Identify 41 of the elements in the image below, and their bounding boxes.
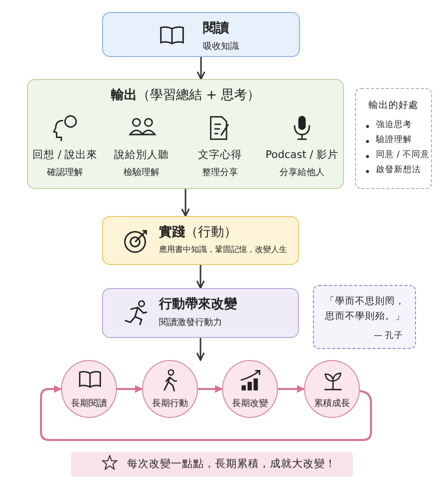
arrow — [196, 265, 205, 289]
bullet-text: 驗證理解 — [376, 134, 412, 146]
quote-text: 「學而不思則罔，思而不學則殆。」 — [324, 295, 406, 324]
item-title: Podcast / 影片 — [264, 148, 340, 162]
bullet-text: 啟發新想法 — [376, 164, 421, 176]
item-subtitle: 整理分享 — [201, 166, 239, 179]
stage-label: 累積成長 — [313, 398, 351, 410]
item-title: 說給別人聽 — [113, 148, 170, 162]
process-box — [102, 216, 299, 265]
arrow — [278, 385, 305, 393]
box-title: 行動帶來改變 — [159, 296, 237, 313]
bullet-text: 強迫思考 — [376, 119, 412, 131]
stage-label: 長期行動 — [151, 398, 189, 410]
item-title: 文字心得 — [197, 148, 243, 162]
box-subtitle: 吸收知識 — [203, 40, 239, 53]
box-subtitle: 閱讀激發行動力 — [159, 316, 222, 329]
note-title: 輸出的好處 — [368, 99, 420, 112]
stage-label: 長期閱讀 — [70, 398, 108, 410]
process-box — [102, 288, 299, 338]
arrow — [198, 385, 223, 393]
bullet-text: 同意 / 不同意 — [376, 149, 430, 161]
item-subtitle: 分享給他人 — [278, 166, 326, 179]
item-subtitle: 確認理解 — [46, 166, 84, 179]
box-title: 輸出（學習總結 + 思考） — [110, 87, 262, 104]
arrow — [196, 338, 205, 361]
box-title: 閱讀 — [203, 20, 229, 37]
quote-author: — 孔子 — [374, 330, 403, 342]
stage-label: 長期改變 — [231, 398, 269, 410]
banner — [71, 452, 353, 477]
arrow — [117, 385, 143, 393]
box-subtitle: 應用書中知識，鞏固記憶，改變人生 — [159, 244, 287, 255]
note-box — [355, 88, 432, 189]
box-title: 實踐（行動） — [159, 224, 237, 241]
process-box — [102, 12, 300, 57]
banner-text: 每次改變一點點，長期累積，成就大改變！ — [127, 457, 336, 471]
quote-box — [313, 285, 416, 349]
item-subtitle: 檢驗理解 — [122, 166, 160, 179]
arrow — [196, 57, 206, 80]
arrow — [181, 189, 190, 217]
item-title: 回想 / 說出來 — [31, 148, 99, 162]
group-box — [27, 79, 344, 189]
